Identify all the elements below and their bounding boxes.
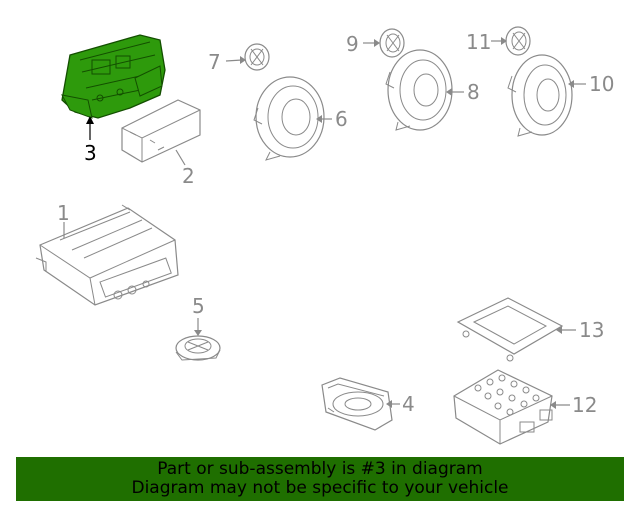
callout-2-label: 2 — [182, 164, 195, 188]
callout-12: 12 — [550, 393, 597, 417]
part-3-module-bracket[interactable] — [61, 34, 166, 119]
callout-9-label: 9 — [346, 32, 359, 56]
part-13-plate[interactable] — [456, 297, 564, 362]
info-banner: Part or sub-assembly is #3 in diagram Di… — [16, 457, 624, 501]
callout-5-label: 5 — [192, 294, 205, 318]
parts-diagram: 3 2 1 7 — [35, 26, 614, 445]
callout-11-label: 11 — [466, 30, 491, 54]
callout-1-label: 1 — [57, 201, 70, 225]
callout-5: 5 — [192, 294, 205, 336]
part-7-tweeter[interactable] — [244, 43, 270, 71]
callout-6-label: 6 — [335, 107, 348, 131]
part-11-tweeter[interactable] — [505, 26, 531, 56]
banner-line-1: Part or sub-assembly is #3 in diagram — [157, 459, 483, 479]
part-9-tweeter[interactable] — [379, 28, 405, 58]
part-4-subwoofer[interactable] — [321, 377, 393, 431]
banner-line-2: Diagram may not be specific to your vehi… — [131, 478, 509, 498]
callout-2: 2 — [175, 149, 195, 188]
callout-3-label: 3 — [84, 141, 97, 165]
part-5-tweeter[interactable] — [175, 335, 221, 361]
callout-9: 9 — [346, 32, 380, 56]
callout-10-label: 10 — [589, 72, 614, 96]
callout-7-label: 7 — [208, 50, 221, 74]
callout-1: 1 — [57, 201, 70, 238]
part-10-speaker[interactable] — [507, 54, 573, 137]
part-2-amplifier[interactable] — [121, 99, 201, 163]
callout-13: 13 — [556, 318, 604, 342]
part-1-radio-receiver[interactable] — [35, 204, 179, 306]
part-12-control-module[interactable] — [453, 369, 553, 445]
part-6-speaker[interactable] — [253, 76, 325, 161]
part-8-speaker[interactable] — [385, 49, 453, 131]
callout-4-label: 4 — [402, 392, 415, 416]
callout-12-label: 12 — [572, 393, 597, 417]
callout-8: 8 — [446, 80, 480, 104]
callout-10: 10 — [568, 72, 614, 96]
callout-11: 11 — [466, 30, 507, 54]
callout-3: 3 — [84, 116, 97, 165]
callout-8-label: 8 — [467, 80, 480, 104]
callout-4: 4 — [386, 392, 415, 416]
callout-13-label: 13 — [579, 318, 604, 342]
callout-7: 7 — [208, 50, 246, 74]
callout-6: 6 — [316, 107, 348, 131]
